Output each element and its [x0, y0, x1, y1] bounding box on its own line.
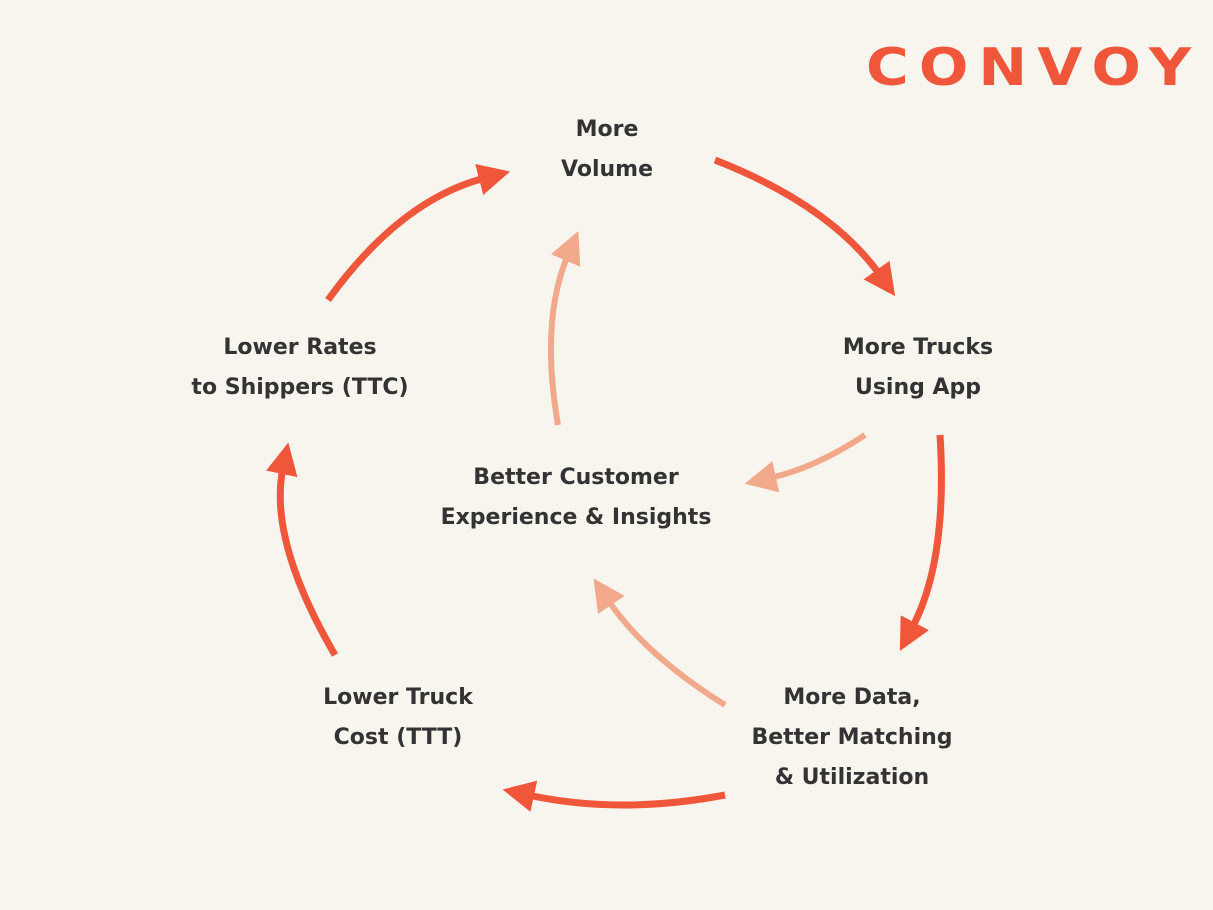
arrow-volume-to-trucks [713, 156, 896, 297]
arrow-rates-to-volume [325, 164, 511, 303]
convoy-logo: CONVOY [866, 38, 1202, 98]
arrow-trucks-to-customer [744, 432, 867, 493]
node-line: Using App [854, 375, 982, 400]
node-line: Volume [561, 157, 653, 182]
node-lower-rates: Lower Rates to Shippers (TTC) [191, 328, 408, 408]
node-line: Lower Rates [223, 335, 377, 360]
node-line: to Shippers (TTC) [191, 375, 409, 400]
arrow-trucks-to-data [899, 434, 945, 651]
arrow-customer-to-volume [548, 231, 581, 426]
node-line: Experience & Insights [440, 505, 712, 530]
arrow-data-to-cost [502, 780, 726, 812]
node-more-data: More Data, Better Matching & Utilization [751, 678, 952, 798]
node-line: More Data, [783, 685, 921, 710]
node-more-volume: More Volume [561, 110, 653, 190]
node-line: More Trucks [842, 335, 994, 360]
node-line: & Utilization [774, 765, 930, 790]
node-lower-truck-cost: Lower Truck Cost (TTT) [323, 678, 473, 758]
node-line: More [575, 117, 639, 142]
node-customer-experience: Better Customer Experience & Insights [441, 458, 712, 538]
node-line: Better Customer [473, 465, 679, 490]
arrow-data-to-customer [593, 578, 727, 708]
node-line: Lower Truck [323, 685, 473, 710]
arrow-cost-to-rates [266, 442, 339, 657]
node-line: Cost (TTT) [333, 725, 463, 750]
node-line: Better Matching [751, 725, 953, 750]
node-more-trucks: More Trucks Using App [843, 328, 993, 408]
